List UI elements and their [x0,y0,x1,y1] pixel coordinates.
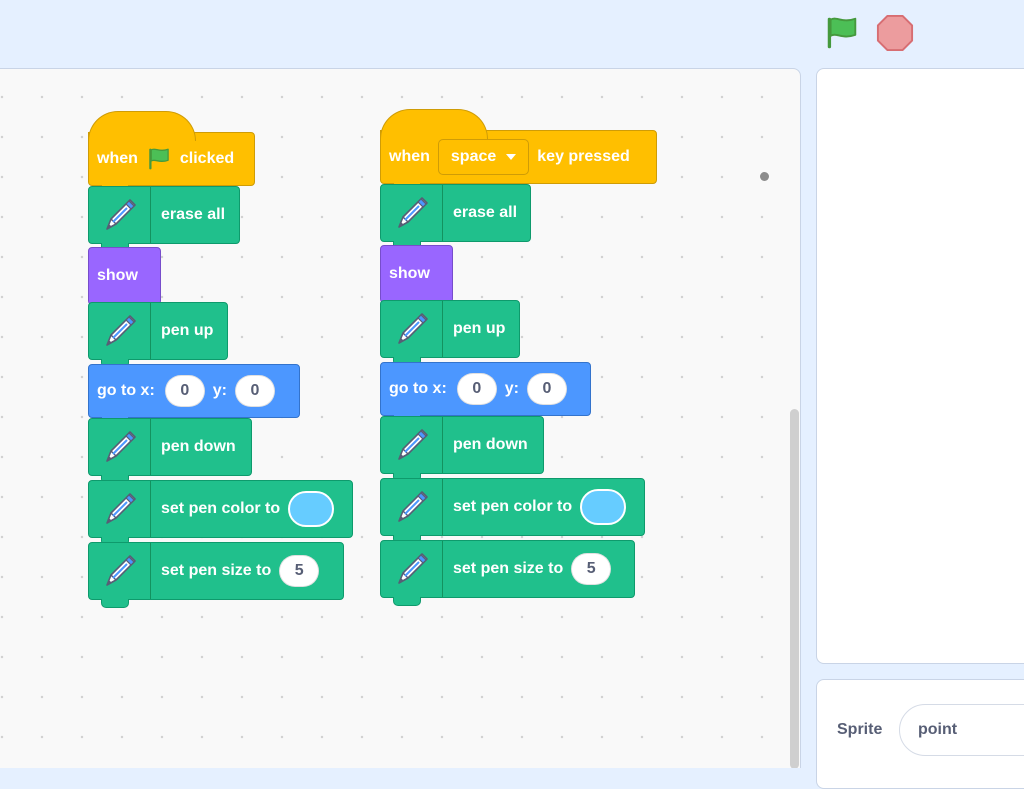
when-flag-clicked-block[interactable]: when clicked [88,111,255,194]
hat-key-pressed-label: key pressed [537,148,630,165]
go-to-xy-block[interactable]: go to x: 0 y: 0 [380,362,591,424]
pen-icon [89,543,151,599]
sprite-name-input[interactable] [899,704,1024,756]
sprite-info-panel: Sprite [816,679,1024,789]
show-block[interactable]: show [380,245,453,311]
pen-icon [89,303,151,359]
x-input[interactable]: 0 [456,373,497,405]
workspace-scrollbar[interactable] [790,409,799,768]
pen-size-input[interactable]: 5 [571,553,612,585]
pen-icon [381,541,443,597]
pen-up-label: pen up [161,322,214,339]
pen-icon [381,417,443,473]
erase-all-block[interactable]: erase all [88,186,240,252]
pen-up-block[interactable]: pen up [380,300,520,366]
chevron-down-icon [506,154,517,160]
pen-color-swatch[interactable] [288,491,335,527]
pen-icon [381,301,443,357]
code-workspace[interactable]: when clicked erase all show pen up go to… [0,68,801,768]
go-to-x-label: go to x: [97,382,155,399]
go-to-y-label: y: [212,382,227,399]
y-input[interactable]: 0 [235,375,275,407]
x-input[interactable]: 0 [164,375,205,407]
erase-all-label: erase all [453,204,518,221]
pen-icon [381,185,443,241]
pen-down-label: pen down [161,438,236,455]
stop-icon[interactable] [876,14,914,52]
pen-down-label: pen down [453,436,528,453]
erase-all-label: erase all [161,206,226,223]
set-pen-color-block[interactable]: set pen color to [380,478,645,544]
pen-color-swatch[interactable] [580,489,627,525]
hat-when-label: when [97,150,138,167]
hat-when-label: when [389,148,430,165]
workspace-dot [760,172,769,181]
erase-all-block[interactable]: erase all [380,184,531,250]
pen-icon [89,419,151,475]
set-pen-size-block[interactable]: set pen size to 5 [88,542,344,608]
set-pen-color-label: set pen color to [453,498,573,515]
hat-clicked-label: clicked [179,150,235,167]
pen-up-label: pen up [453,320,506,337]
pen-icon [89,481,151,537]
go-to-xy-block[interactable]: go to x: 0 y: 0 [88,364,300,426]
pen-icon [381,479,443,535]
key-dropdown[interactable]: space [437,139,530,175]
show-label: show [97,267,138,284]
green-flag-icon [146,146,172,172]
set-pen-color-label: set pen color to [161,500,281,517]
set-pen-size-block[interactable]: set pen size to 5 [380,540,635,606]
go-to-x-label: go to x: [389,380,447,397]
key-dropdown-value: space [450,148,497,165]
set-pen-size-label: set pen size to [161,562,272,579]
pen-down-block[interactable]: pen down [88,418,252,484]
green-flag-icon[interactable] [822,14,862,52]
y-input[interactable]: 0 [527,373,567,405]
stage[interactable] [816,68,1024,664]
set-pen-color-block[interactable]: set pen color to [88,480,353,546]
set-pen-size-label: set pen size to [453,560,564,577]
sprite-label: Sprite [837,721,883,738]
go-to-y-label: y: [504,380,519,397]
pen-down-block[interactable]: pen down [380,416,544,482]
show-label: show [389,265,430,282]
show-block[interactable]: show [88,247,161,313]
pen-icon [89,187,151,243]
top-bar [0,0,1024,68]
pen-size-input[interactable]: 5 [279,555,320,587]
pen-up-block[interactable]: pen up [88,302,228,368]
when-key-pressed-block[interactable]: when space key pressed [380,109,657,192]
